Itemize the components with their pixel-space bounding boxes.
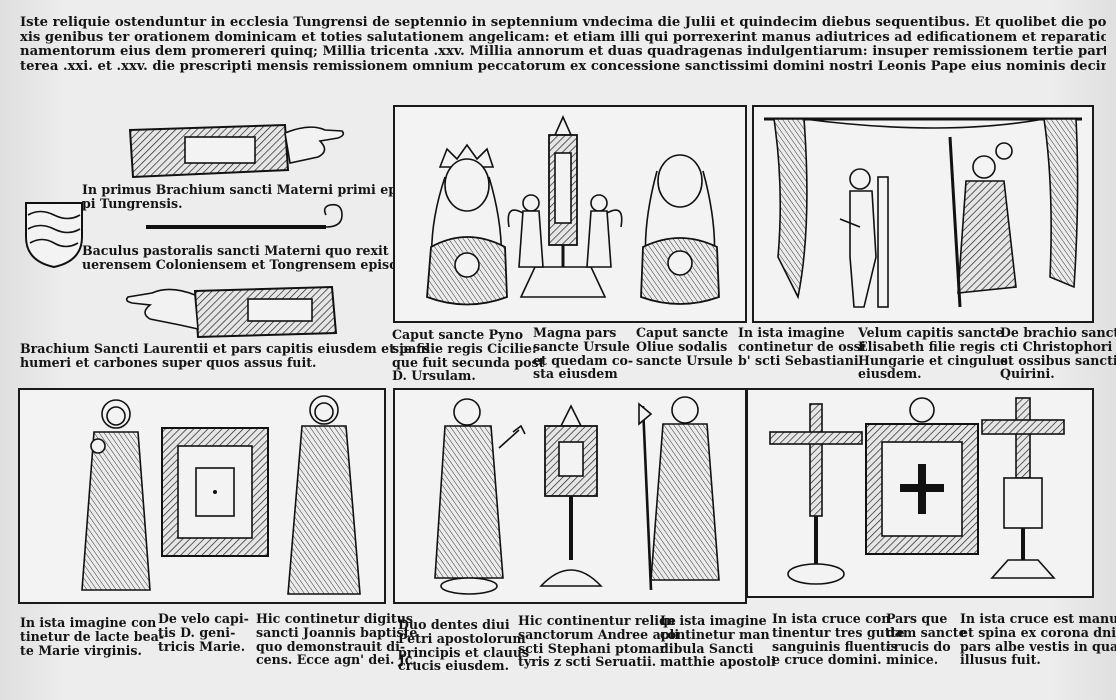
bust-oliva xyxy=(640,154,720,305)
monstrance-ursula xyxy=(519,115,607,298)
header-line: namentorum eius dem promereri quinq; Mil… xyxy=(20,45,1106,60)
arm-reliquary-maternus xyxy=(128,123,345,179)
angel-right xyxy=(586,194,623,268)
saint-sebastian-figure xyxy=(839,168,889,308)
crosses-woodcut xyxy=(769,397,1065,585)
cross-reliquary-left xyxy=(769,403,863,585)
caption-velo-mariae: De velo capi-tis D. geni-tricis Marie. xyxy=(158,611,249,654)
sebastian-woodcut xyxy=(764,117,1082,308)
canopy-curtain xyxy=(764,117,1082,300)
saint-christopher-figure xyxy=(948,136,1017,308)
saint-john-baptist-figure xyxy=(287,395,361,595)
header-line: xis genibus ter orationem dominicam et t… xyxy=(20,30,1106,45)
arm-reliquary-laurentius xyxy=(125,285,338,339)
saint-peter-figure xyxy=(434,398,526,595)
bust-pynosa xyxy=(426,143,508,306)
header-text: Iste reliquie ostenduntur in ecclesia Tu… xyxy=(20,16,1106,74)
header-line: Iste reliquie ostenduntur in ecclesia Tu… xyxy=(20,16,1106,30)
header-line: terea .xxi. et .xxv. die prescripti mens… xyxy=(20,59,1106,74)
madonna-child-figure xyxy=(81,399,151,591)
panel-peter-andrew xyxy=(393,388,747,604)
peter-matthias-woodcut xyxy=(434,396,720,595)
gothic-monstrance xyxy=(539,404,603,587)
cross-reliquary-right xyxy=(981,397,1065,579)
caption-arm-maternus: In primus Brachium sancti Materni primi … xyxy=(82,182,425,211)
saint-matthias-figure xyxy=(638,396,720,591)
square-cross-reliquary xyxy=(865,397,979,555)
panel-crosses xyxy=(746,388,1094,598)
relic-arms-woodcut xyxy=(25,123,345,339)
angel-left xyxy=(507,194,544,268)
mary-john-woodcut xyxy=(81,395,361,595)
panel-sebastian-christopher xyxy=(752,105,1094,323)
veil-reliquary-box xyxy=(161,427,269,557)
shield-icon xyxy=(25,202,83,269)
caption-crozier: Baculus pastoralis sancti Materni quo re… xyxy=(82,243,445,272)
panel-busts xyxy=(393,105,747,323)
panel-mary-john xyxy=(18,388,386,604)
busts-woodcut xyxy=(426,115,720,306)
crozier-staff xyxy=(146,203,343,229)
caption-arm-laurentius: Brachium Sancti Laurentii et pars capiti… xyxy=(20,341,430,370)
